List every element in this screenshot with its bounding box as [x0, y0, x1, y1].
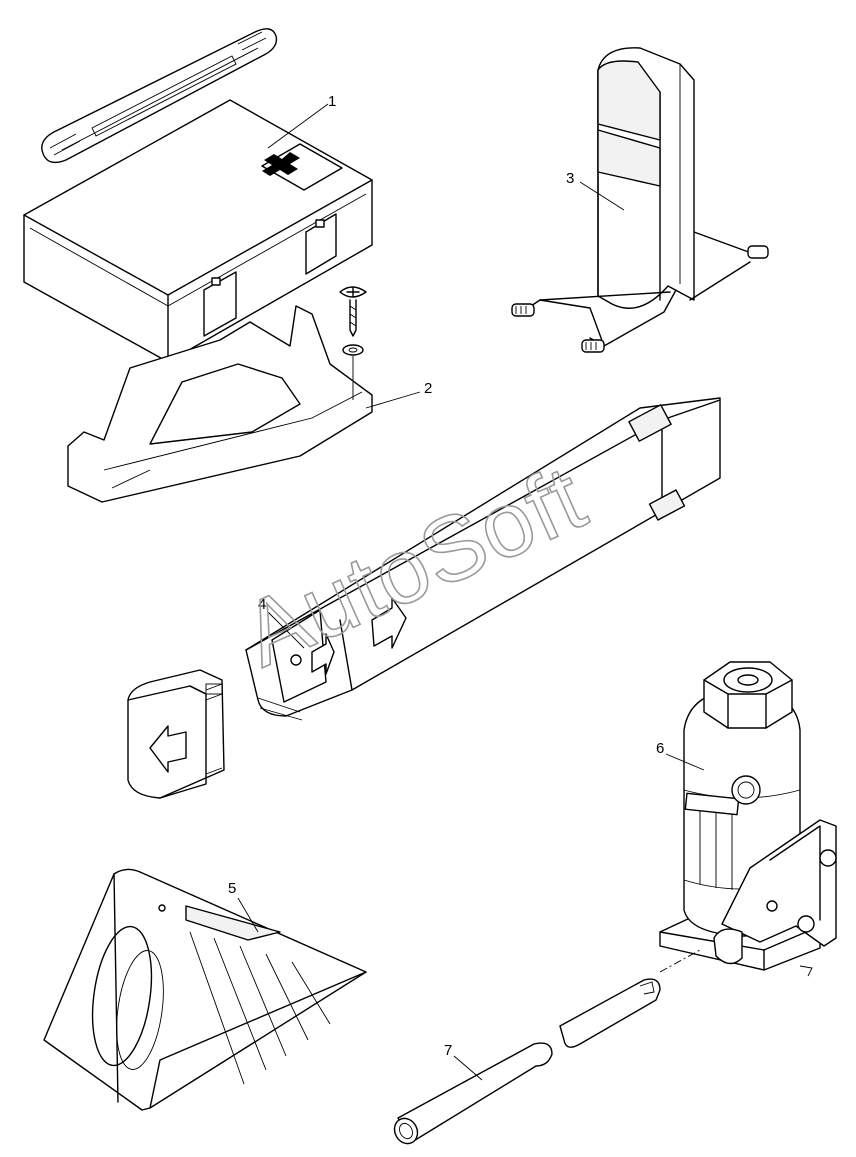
warning-triangle [245, 397, 721, 721]
callout-4: 4 [258, 596, 266, 613]
warning-triangle-case [511, 47, 769, 353]
callout-3: 3 [566, 170, 574, 187]
bottle-jack [659, 661, 837, 977]
bracket [67, 286, 373, 503]
first-aid-kit [23, 99, 373, 363]
callout-6: 6 [656, 740, 664, 757]
callout-2: 2 [424, 380, 432, 397]
callout-5: 5 [228, 880, 236, 897]
strap [41, 28, 278, 164]
callout-1: 1 [328, 93, 336, 110]
reflector-cap [127, 669, 225, 799]
callout-leaders [237, 103, 705, 1081]
callout-7: 7 [444, 1042, 452, 1059]
jack-handle [393, 978, 661, 1145]
wheel-chock [43, 868, 367, 1111]
